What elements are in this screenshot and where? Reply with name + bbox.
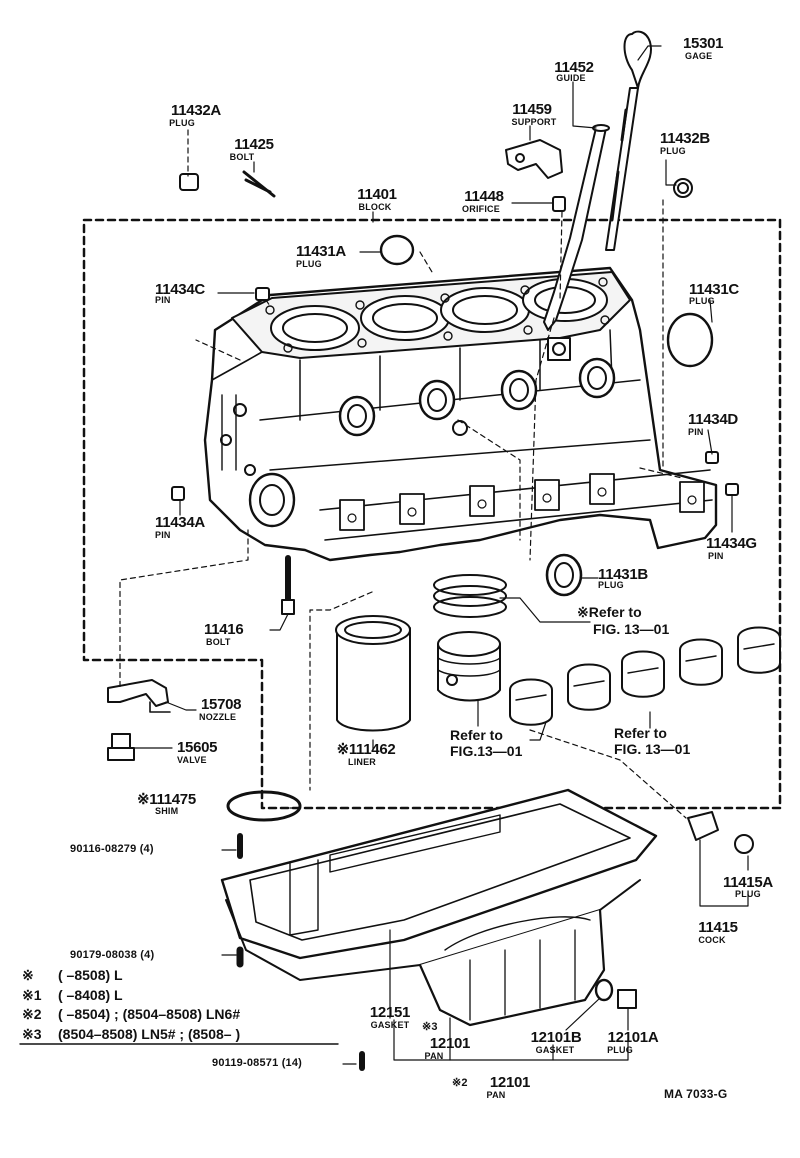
part-number: 11431C <box>689 281 739 298</box>
part-number: 11432A <box>171 102 221 119</box>
part-name: PLUG <box>296 259 322 269</box>
refer-fig: FIG.13—01 <box>450 743 523 759</box>
part-name: PIN <box>155 295 171 305</box>
check-valve <box>107 733 135 761</box>
note-text: (8504–8508) LN5# ; (8508– ) <box>58 1026 241 1042</box>
part-name: COCK <box>698 935 726 945</box>
part-number: 12101 <box>489 1074 531 1091</box>
cylinder-block <box>203 266 718 562</box>
note-mark: ※1 <box>22 987 42 1003</box>
part-number: 11432B <box>660 130 710 147</box>
part-number: 15301 <box>683 35 724 52</box>
bolt-90119-label: 90119-08571 (14) <box>212 1057 303 1069</box>
drain-plug <box>617 989 637 1009</box>
part-name: PLUG <box>169 118 195 128</box>
leader-lines <box>133 45 749 1065</box>
oil-nozzle <box>107 679 169 707</box>
part-number: 11416 <box>204 621 244 638</box>
part-number: 11434D <box>688 411 738 428</box>
note-text: ( –8508) L <box>58 967 123 983</box>
drain-plug-gasket <box>594 978 614 1002</box>
part-name: SUPPORT <box>511 117 557 127</box>
part-number: 11415 <box>698 919 738 936</box>
part-name: NOZZLE <box>199 712 237 722</box>
part-name: PAN <box>486 1090 506 1100</box>
part-number: ※111462 <box>336 741 396 758</box>
part-number: 11425 <box>234 136 274 153</box>
plug-11432a <box>179 173 199 191</box>
note-text: ( –8408) L <box>58 987 123 1003</box>
plug-11431a <box>379 234 415 266</box>
part-number: 11431A <box>296 243 346 260</box>
part-number: 12151 <box>369 1004 411 1021</box>
note-mark: ※2 <box>452 1077 468 1089</box>
note-text: ( –8504) ; (8504–8508) LN6# <box>58 1006 241 1022</box>
part-name: BLOCK <box>358 202 392 212</box>
part-name: ORIFICE <box>462 204 500 214</box>
note-mark: ※2 <box>22 1006 42 1022</box>
part-name: BOLT <box>229 152 255 162</box>
part-number: 15708 <box>201 696 242 713</box>
part-number: 15605 <box>177 739 218 756</box>
part-name: LINER <box>348 757 376 767</box>
part-name: PIN <box>155 530 171 540</box>
part-name: VALVE <box>177 755 207 765</box>
part-number: 11448 <box>464 188 504 205</box>
refer-fig: FIG. 13—01 <box>593 621 670 637</box>
note-mark: ※ <box>22 967 34 983</box>
part-number: 12101A <box>607 1029 659 1046</box>
plug-11431c <box>666 312 714 368</box>
part-number: 11434C <box>155 281 205 298</box>
part-name: GAGE <box>685 51 713 61</box>
bolt-90116-label: 90116-08279 (4) <box>70 843 154 855</box>
part-name: PLUG <box>660 146 686 156</box>
part-number: 11434A <box>155 514 205 531</box>
part-name: GUIDE <box>556 73 586 83</box>
part-name: PLUG <box>598 580 624 590</box>
part-number: ※111475 <box>137 791 196 808</box>
figure-code: MA 7033-G <box>664 1087 728 1101</box>
guide-support <box>505 139 563 179</box>
piston <box>437 631 501 702</box>
part-number: 11401 <box>357 186 397 203</box>
part-name: BOLT <box>206 637 231 647</box>
part-name: PLUG <box>607 1045 633 1055</box>
cylinder-liner <box>335 615 411 732</box>
plug-11431b <box>545 553 583 597</box>
refer-text: ※Refer to <box>577 604 642 620</box>
part-number: 11434G <box>706 535 757 552</box>
assembly-boundary <box>82 218 782 810</box>
drain-cock <box>687 811 719 841</box>
oil-pan <box>225 879 641 1027</box>
main-bearings <box>509 626 781 726</box>
part-number: 11415A <box>723 874 773 891</box>
part-name: PIN <box>708 551 724 561</box>
refer-fig: FIG. 13—01 <box>614 741 691 757</box>
bolt-90179-label: 90179-08038 (4) <box>70 949 155 961</box>
part-name: PLUG <box>735 889 761 899</box>
part-number: 12101 <box>429 1035 471 1052</box>
part-number: 11431B <box>598 566 648 583</box>
refer-text: Refer to <box>614 725 667 741</box>
dipstick-guide <box>543 124 610 331</box>
note-mark: ※3 <box>422 1021 438 1033</box>
dipstick-gage <box>605 30 652 251</box>
part-name: PAN <box>424 1051 444 1061</box>
part-name: PIN <box>688 427 704 437</box>
shim <box>226 790 302 822</box>
part-name: GASKET <box>370 1020 410 1030</box>
part-name: PLUG <box>689 296 715 306</box>
part-name: SHIM <box>155 806 179 816</box>
part-number: 11452 <box>554 59 594 76</box>
refer-text: Refer to <box>450 727 503 743</box>
note-mark: ※3 <box>22 1026 42 1042</box>
oil-pan-gasket <box>220 788 658 960</box>
part-number: 11459 <box>512 101 552 118</box>
part-name: GASKET <box>535 1045 575 1055</box>
piston-rings <box>433 574 507 618</box>
part-number: 12101B <box>530 1029 582 1046</box>
